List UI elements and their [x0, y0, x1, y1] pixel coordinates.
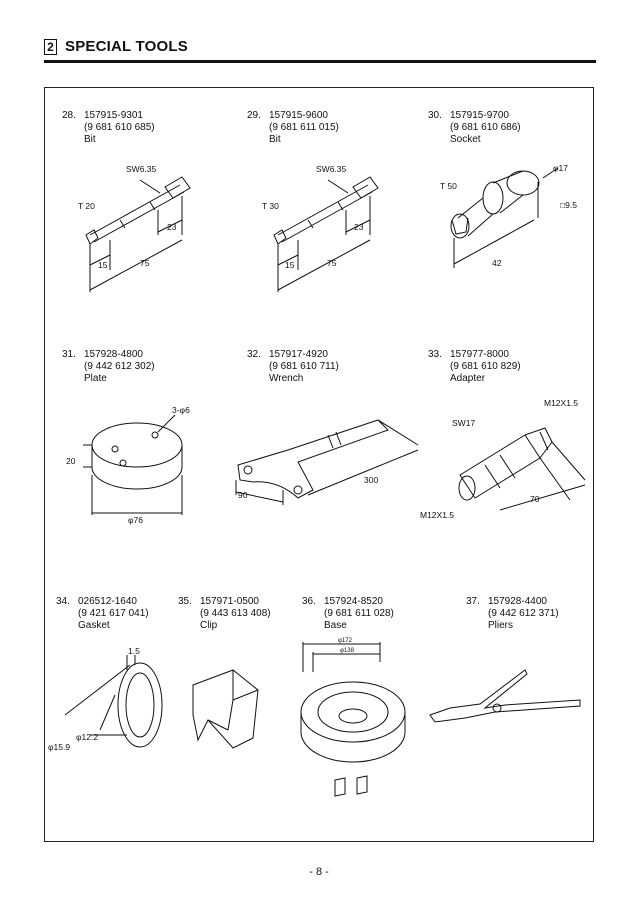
gasket-drawing-34 — [55, 645, 175, 760]
plate-31-h: 20 — [66, 456, 76, 466]
socket-30-tip: T 50 — [440, 181, 457, 191]
tool-caption-34: 34.026512-1640 (9 421 617 041) Gasket — [56, 596, 149, 631]
page-number: - 8 - — [309, 866, 329, 878]
adapter-33-thread2: M12X1.5 — [420, 510, 455, 520]
wrench-drawing-32 — [228, 410, 418, 515]
tool-caption-29: 29.157915-9600 (9 681 611 015) Bit — [247, 110, 339, 145]
tools-frame — [44, 87, 594, 842]
section-number: 2 — [44, 38, 57, 55]
socket-30-sq: □9.5 — [560, 200, 577, 210]
adapter-33-thread1: M12X1.5 — [544, 398, 579, 408]
bit-28-tip: T 20 — [78, 201, 95, 211]
bit-29-d1: 23 — [354, 222, 364, 232]
bit-29-sw: SW6.35 — [316, 164, 347, 174]
bit-28-sw: SW6.35 — [126, 164, 157, 174]
plate-31-holes: 3-φ6 — [172, 405, 190, 415]
tool-caption-31: 31.157928-4800 (9 442 612 302) Plate — [62, 349, 155, 384]
tool-caption-35: 35.157971-0500 (9 443 613 408) Clip — [178, 596, 271, 631]
base-36-d1: φ172 — [338, 638, 352, 644]
tool-caption-32: 32.157917-4920 (9 681 610 711) Wrench — [247, 349, 339, 384]
wrench-32-w: 90 — [238, 490, 248, 500]
bit-29-d2: 15 — [285, 260, 295, 270]
bit-29-d3: 75 — [327, 258, 337, 268]
socket-drawing-30 — [438, 158, 578, 288]
section-title: SPECIAL TOOLS — [65, 38, 188, 55]
tool-caption-37: 37.157928-4400 (9 442 612 371) Pliers — [466, 596, 559, 631]
gasket-34-t: 1.5 — [128, 646, 140, 656]
gasket-34-dout: φ15.9 — [48, 742, 71, 752]
gasket-34-din: φ12.2 — [76, 732, 99, 742]
tool-caption-33: 33.157977-8000 (9 681 610 829) Adapter — [428, 349, 521, 384]
bit-28-d3: 75 — [140, 258, 150, 268]
bit-drawing-28 — [70, 160, 200, 300]
tool-caption-36: 36.157924-8520 (9 681 611 028) Base — [302, 596, 394, 631]
adapter-drawing-33 — [440, 410, 590, 520]
bit-drawing-29 — [258, 160, 388, 300]
bit-29-tip: T 30 — [262, 201, 279, 211]
socket-30-len: 42 — [492, 258, 502, 268]
pliers-drawing-37 — [425, 660, 590, 735]
socket-30-dia: φ17 — [553, 163, 568, 173]
adapter-33-sw: SW17 — [452, 418, 476, 428]
plate-31-dia: φ76 — [128, 515, 143, 525]
header-rule — [44, 60, 596, 63]
section-header: 2 SPECIAL TOOLS — [44, 38, 188, 55]
wrench-32-len: 300 — [364, 475, 379, 485]
bit-28-d2: 15 — [98, 260, 108, 270]
tool-caption-30: 30.157915-9700 (9 681 610 686) Socket — [428, 110, 521, 145]
base-drawing-36 — [295, 632, 415, 812]
base-36-d2: φ138 — [340, 648, 354, 654]
plate-drawing-31 — [65, 405, 205, 525]
clip-drawing-35 — [188, 660, 268, 750]
tool-caption-28: 28.157915-9301 (9 681 610 685) Bit — [62, 110, 155, 145]
bit-28-d1: 23 — [167, 222, 177, 232]
adapter-33-len: 70 — [530, 494, 540, 504]
